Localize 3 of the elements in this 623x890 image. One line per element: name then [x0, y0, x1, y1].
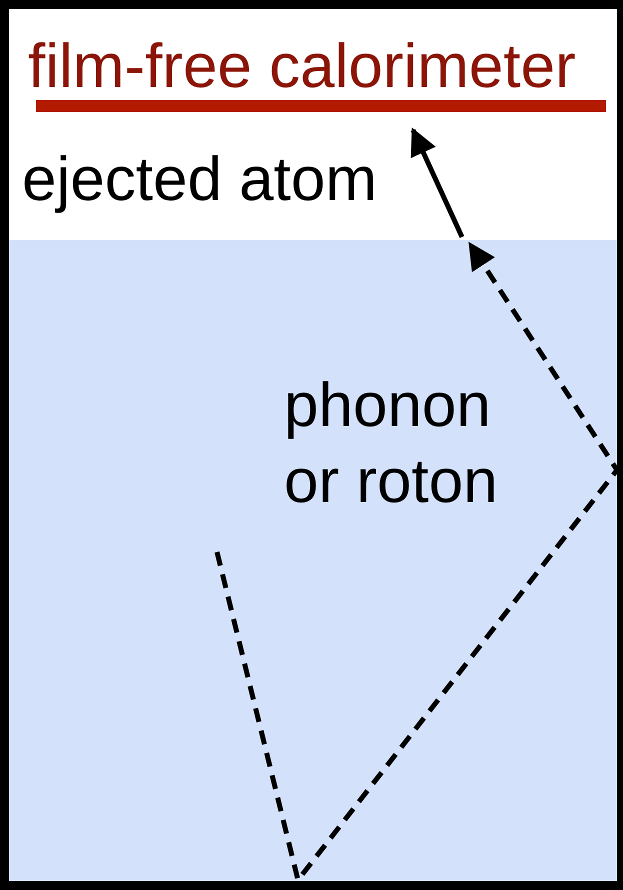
arrow: [410, 128, 464, 238]
calorimeter-label: film-free calorimeter: [28, 34, 576, 100]
liquid-region: [9, 240, 617, 881]
